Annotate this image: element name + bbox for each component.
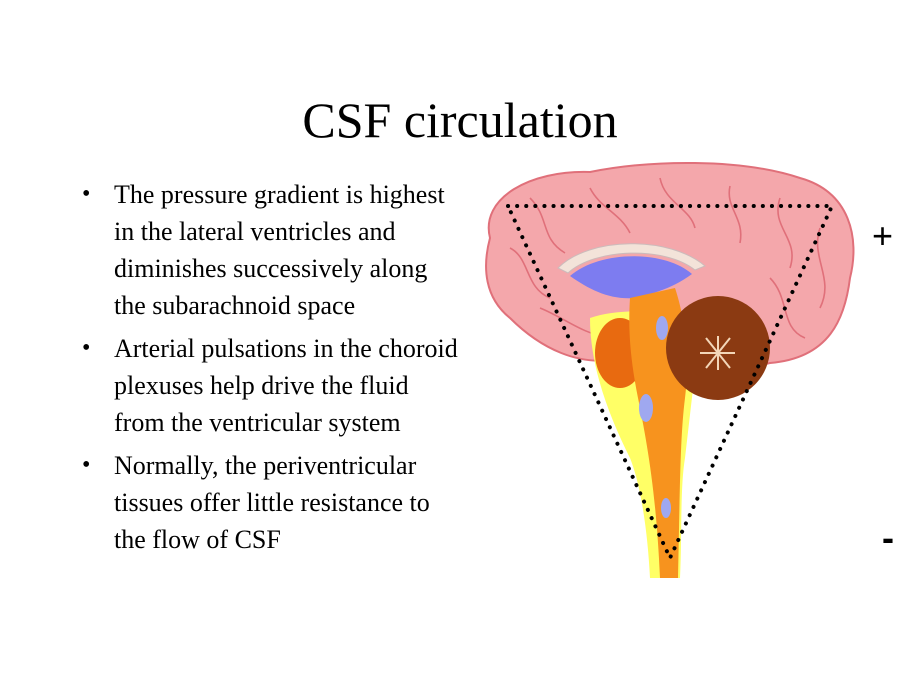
bullet-text: Normally, the periventricular tissues of… [114, 451, 430, 554]
pressure-gradient-triangle [504, 204, 836, 563]
bullet-text: The pressure gradient is highest in the … [114, 180, 445, 320]
bullet-icon: • [82, 181, 91, 207]
low-pressure-marker: - [882, 517, 894, 558]
bullet-list: • The pressure gradient is highest in th… [78, 176, 458, 564]
corpus-callosum [557, 243, 706, 274]
brain-sagittal-diagram [485, 161, 855, 578]
third-ventricle [656, 316, 668, 340]
gyri-lines [509, 177, 826, 339]
slide-title: CSF circulation [302, 92, 618, 148]
bullet-item: • The pressure gradient is highest in th… [78, 176, 458, 324]
spinal-csf-spot [661, 498, 671, 518]
bullet-icon: • [82, 452, 91, 478]
bullet-item: • Arterial pulsations in the choroid ple… [78, 330, 458, 441]
lateral-ventricle [570, 256, 692, 299]
bullet-icon: • [82, 335, 91, 361]
arbor-vitae [700, 336, 735, 370]
bullet-item: • Normally, the periventricular tissues … [78, 447, 458, 558]
fourth-ventricle [639, 394, 653, 422]
bullet-text: Arterial pulsations in the choroid plexu… [114, 334, 458, 437]
high-pressure-marker: + [872, 215, 894, 256]
